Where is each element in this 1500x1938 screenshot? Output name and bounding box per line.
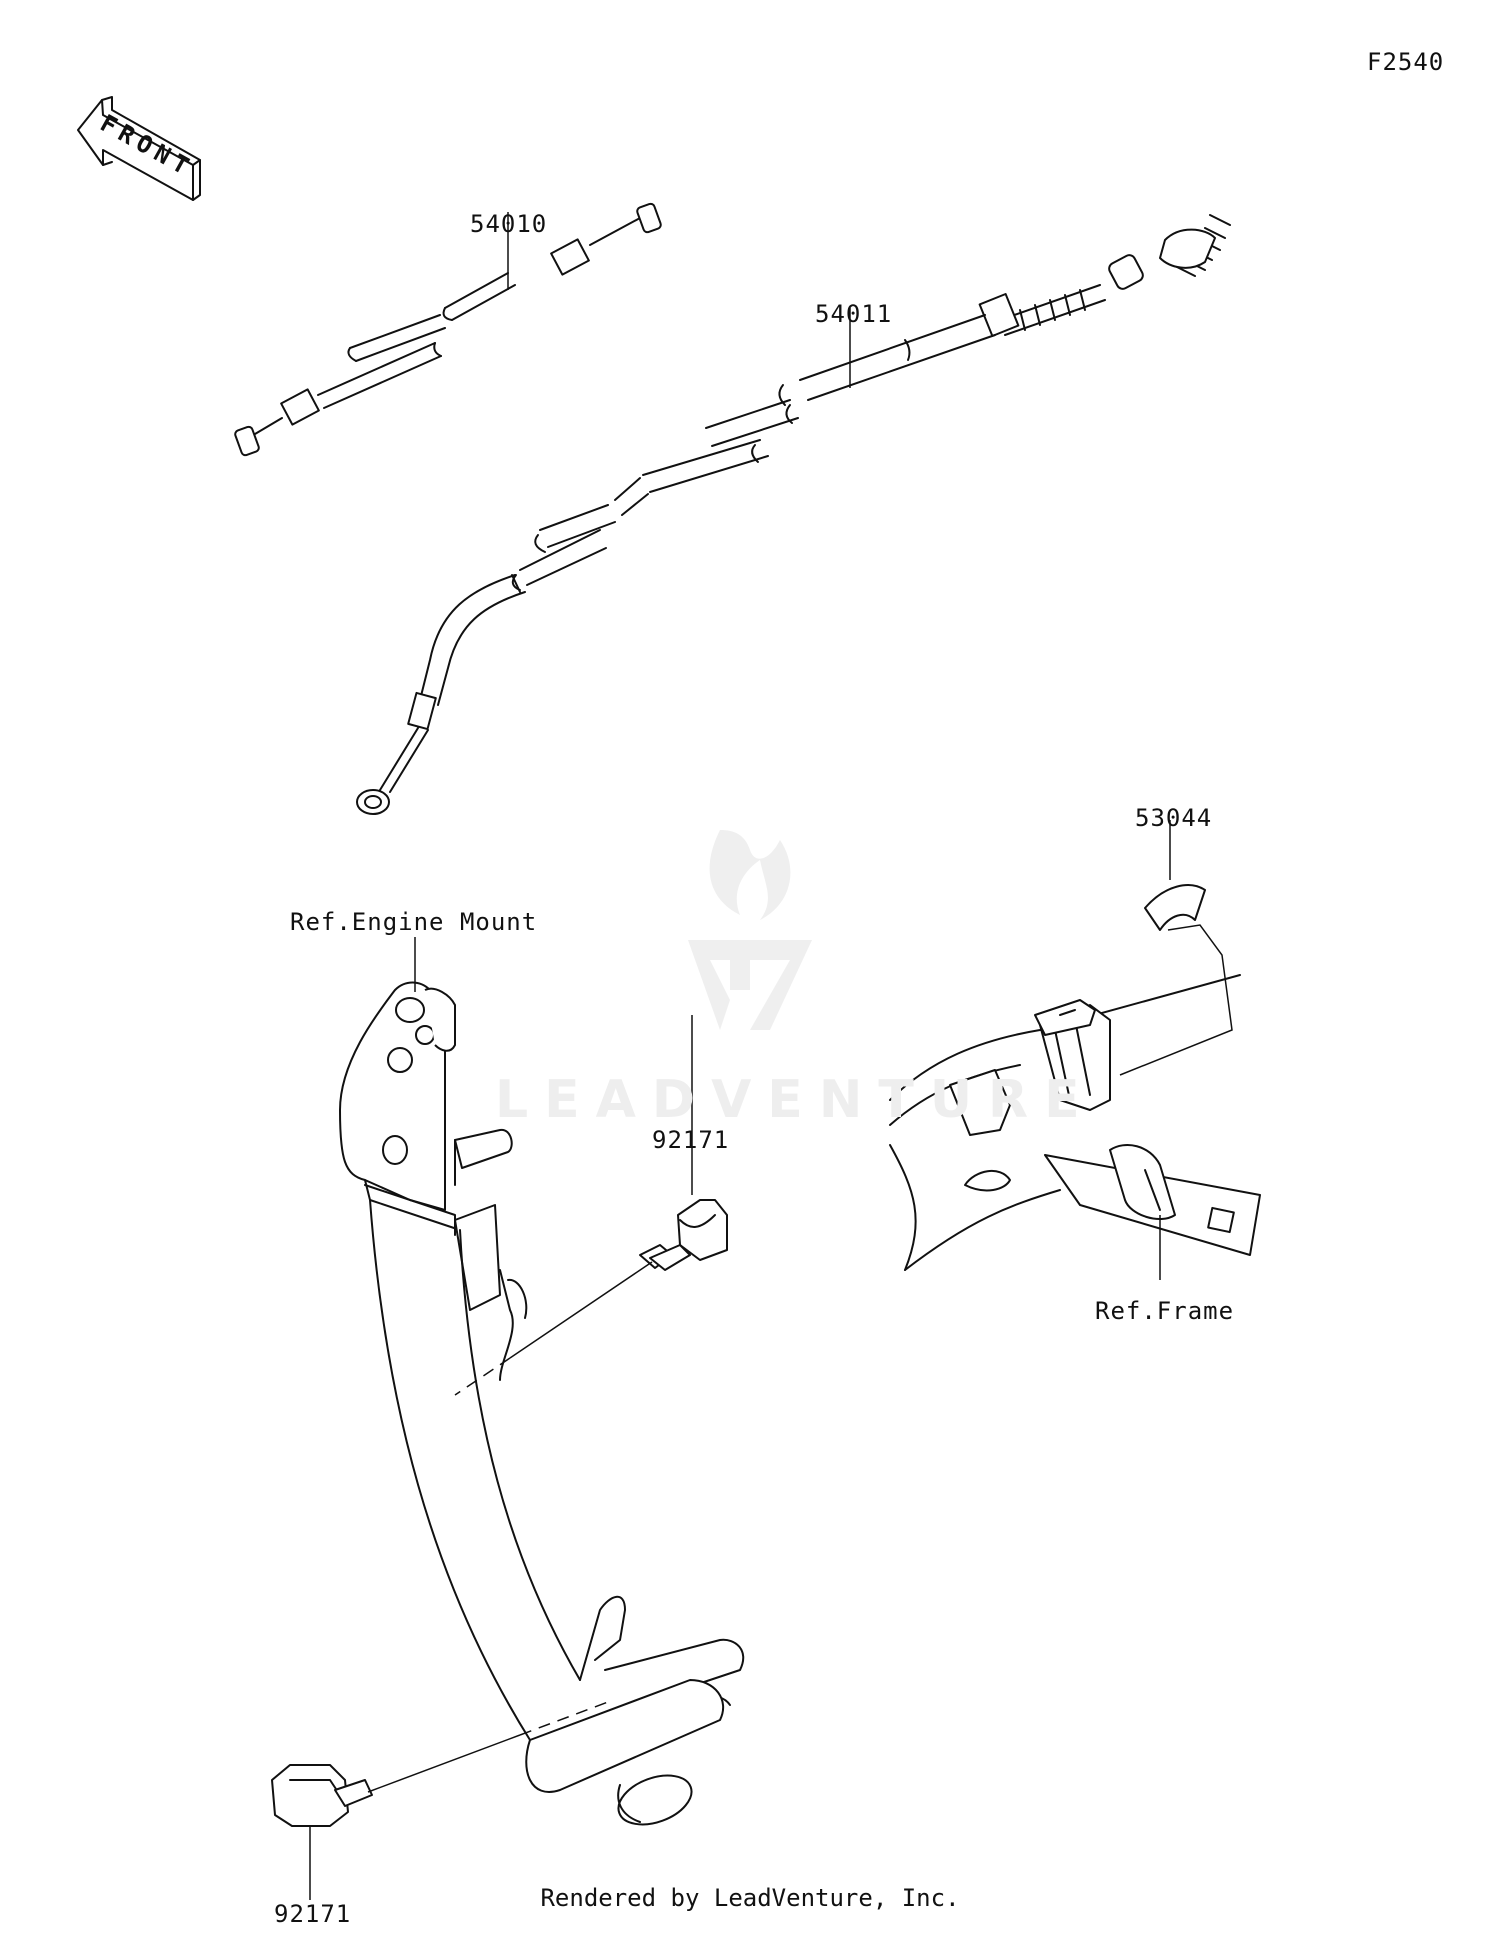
footer-credit: Rendered by LeadVenture, Inc.: [540, 1884, 960, 1912]
leader-dash-92171-lower: [519, 1701, 609, 1736]
reference-frame: Ref.Frame: [1095, 1297, 1235, 1325]
reference-engine-mount: Ref.Engine Mount: [290, 908, 538, 936]
front-arrow-icon: [77, 96, 201, 201]
leader-line-92171-lower: [367, 1734, 521, 1793]
frame-reference: [889, 974, 1261, 1280]
watermark-logo: [688, 830, 812, 1030]
watermark-text: LEADVENTURE: [495, 1070, 1096, 1130]
cable-54011[interactable]: [356, 214, 1231, 815]
cable-54010[interactable]: [234, 202, 662, 457]
part-label-92171-lower[interactable]: 92171: [274, 1900, 352, 1928]
part-label-92171-upper[interactable]: 92171: [652, 1126, 730, 1154]
clamp-53044[interactable]: [1119, 884, 1233, 1076]
part-label-53044[interactable]: 53044: [1135, 804, 1213, 832]
engine-mount-reference: [339, 981, 745, 1826]
clamp-92171-upper[interactable]: [639, 1015, 728, 1271]
diagram-code: F2540: [1367, 48, 1445, 76]
leader-dash-92171-upper: [454, 1357, 511, 1396]
part-label-54010[interactable]: 54010: [470, 210, 548, 238]
part-label-54011[interactable]: 54011: [815, 300, 893, 328]
leader-line-92171-upper: [509, 1261, 653, 1359]
clamp-92171-lower[interactable]: [271, 1764, 373, 1900]
